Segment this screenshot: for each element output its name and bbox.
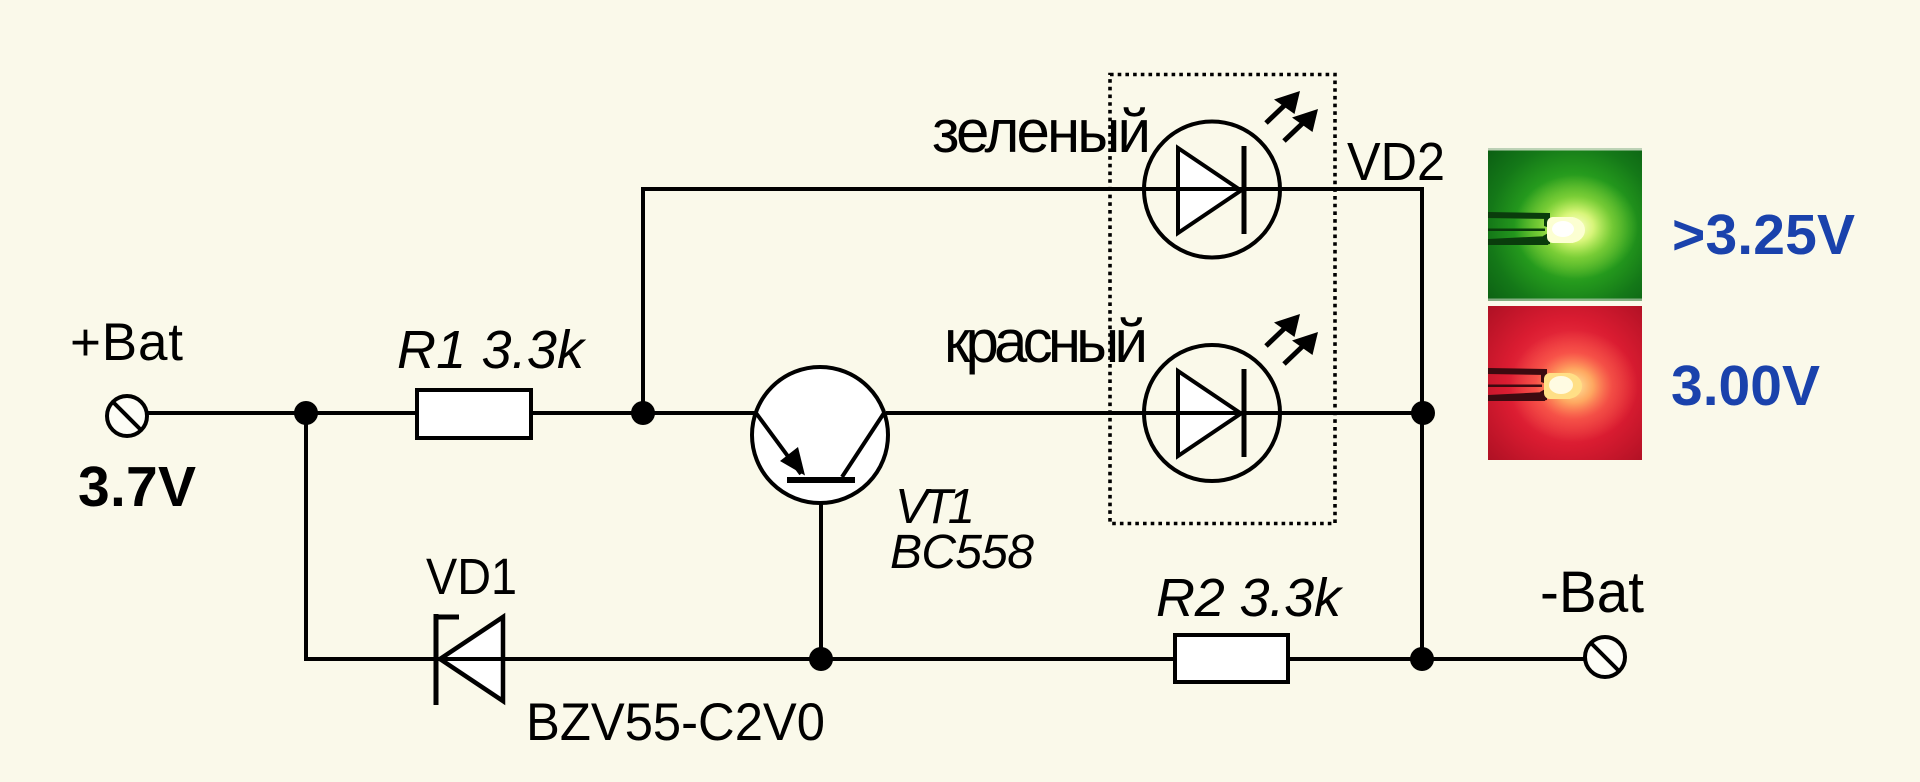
- svg-text:R1 3.3k: R1 3.3k: [397, 320, 587, 380]
- svg-text:красный: красный: [944, 308, 1148, 375]
- svg-text:-Bat: -Bat: [1540, 560, 1644, 625]
- svg-text:VD2: VD2: [1347, 132, 1445, 192]
- svg-text:VD1: VD1: [426, 548, 517, 605]
- svg-text:BZV55-C2V0: BZV55-C2V0: [526, 693, 825, 752]
- svg-text:BC558: BC558: [890, 526, 1034, 579]
- svg-text:3.7V: 3.7V: [78, 455, 196, 519]
- svg-text:3.00V: 3.00V: [1671, 354, 1820, 418]
- svg-text:R2 3.3k: R2 3.3k: [1156, 568, 1344, 628]
- svg-text:зеленый: зеленый: [932, 98, 1151, 165]
- svg-text:>3.25V: >3.25V: [1672, 203, 1855, 267]
- svg-text:VT1: VT1: [895, 480, 975, 534]
- svg-text:+Bat: +Bat: [70, 313, 183, 372]
